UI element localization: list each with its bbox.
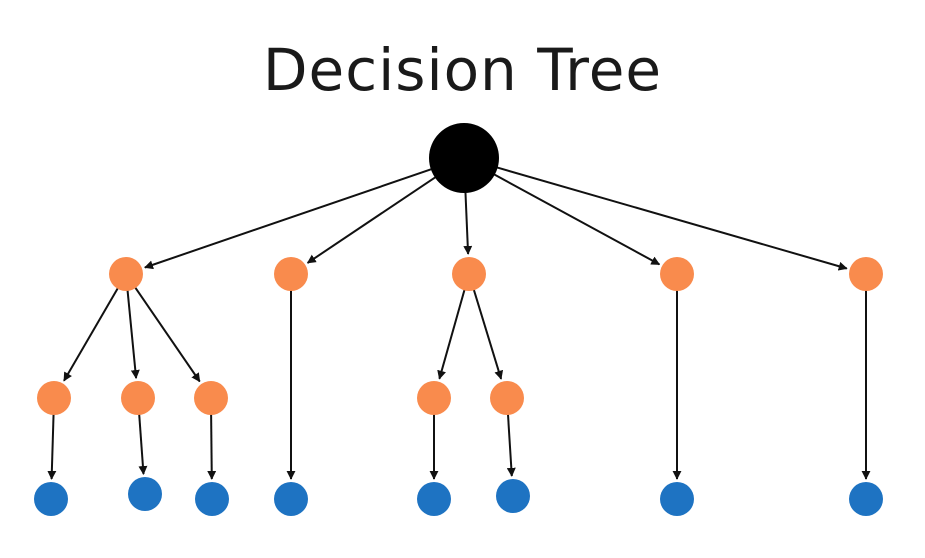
edge-d1-to-d1a: [63, 286, 120, 382]
decision-node-d5: [849, 257, 883, 291]
edge-d3-to-d3b: [472, 288, 504, 380]
leaf-node-l7: [660, 482, 694, 516]
edge-root-to-d4: [492, 172, 661, 266]
edge-d1a-to-l1: [47, 412, 57, 480]
edge-d1c-to-l3: [207, 412, 217, 480]
decision-node-d1a: [37, 381, 71, 415]
leaf-node-l1: [34, 482, 68, 516]
leaf-node-l2: [128, 477, 162, 511]
leaf-node-l4: [274, 482, 308, 516]
decision-node-d1c: [194, 381, 228, 415]
edge-root-to-d5: [495, 166, 848, 271]
edge-root-to-d3: [463, 190, 473, 255]
decision-node-d4: [660, 257, 694, 291]
edge-d3-to-d3a: [437, 288, 466, 380]
decision-node-d1b: [121, 381, 155, 415]
edge-d1-to-d1b: [126, 288, 140, 379]
edge-d1-to-d1c: [133, 285, 201, 383]
decision-node-d2: [274, 257, 308, 291]
edge-d1b-to-l2: [138, 412, 148, 475]
edge-root-to-d1: [144, 167, 434, 270]
root-node-root: [429, 123, 499, 193]
leaf-node-l3: [195, 482, 229, 516]
nodes-layer: [34, 123, 883, 516]
edges-layer: [47, 166, 871, 480]
decision-node-d3: [452, 257, 486, 291]
diagram-title: Decision Tree: [262, 36, 663, 104]
decision-node-d1: [109, 257, 143, 291]
decision-node-d3b: [490, 381, 524, 415]
decision-node-d3a: [417, 381, 451, 415]
leaf-node-l5: [417, 482, 451, 516]
edge-d3b-to-l6: [506, 412, 516, 477]
edge-root-to-d2: [306, 175, 438, 264]
leaf-node-l6: [496, 479, 530, 513]
leaf-node-l8: [849, 482, 883, 516]
